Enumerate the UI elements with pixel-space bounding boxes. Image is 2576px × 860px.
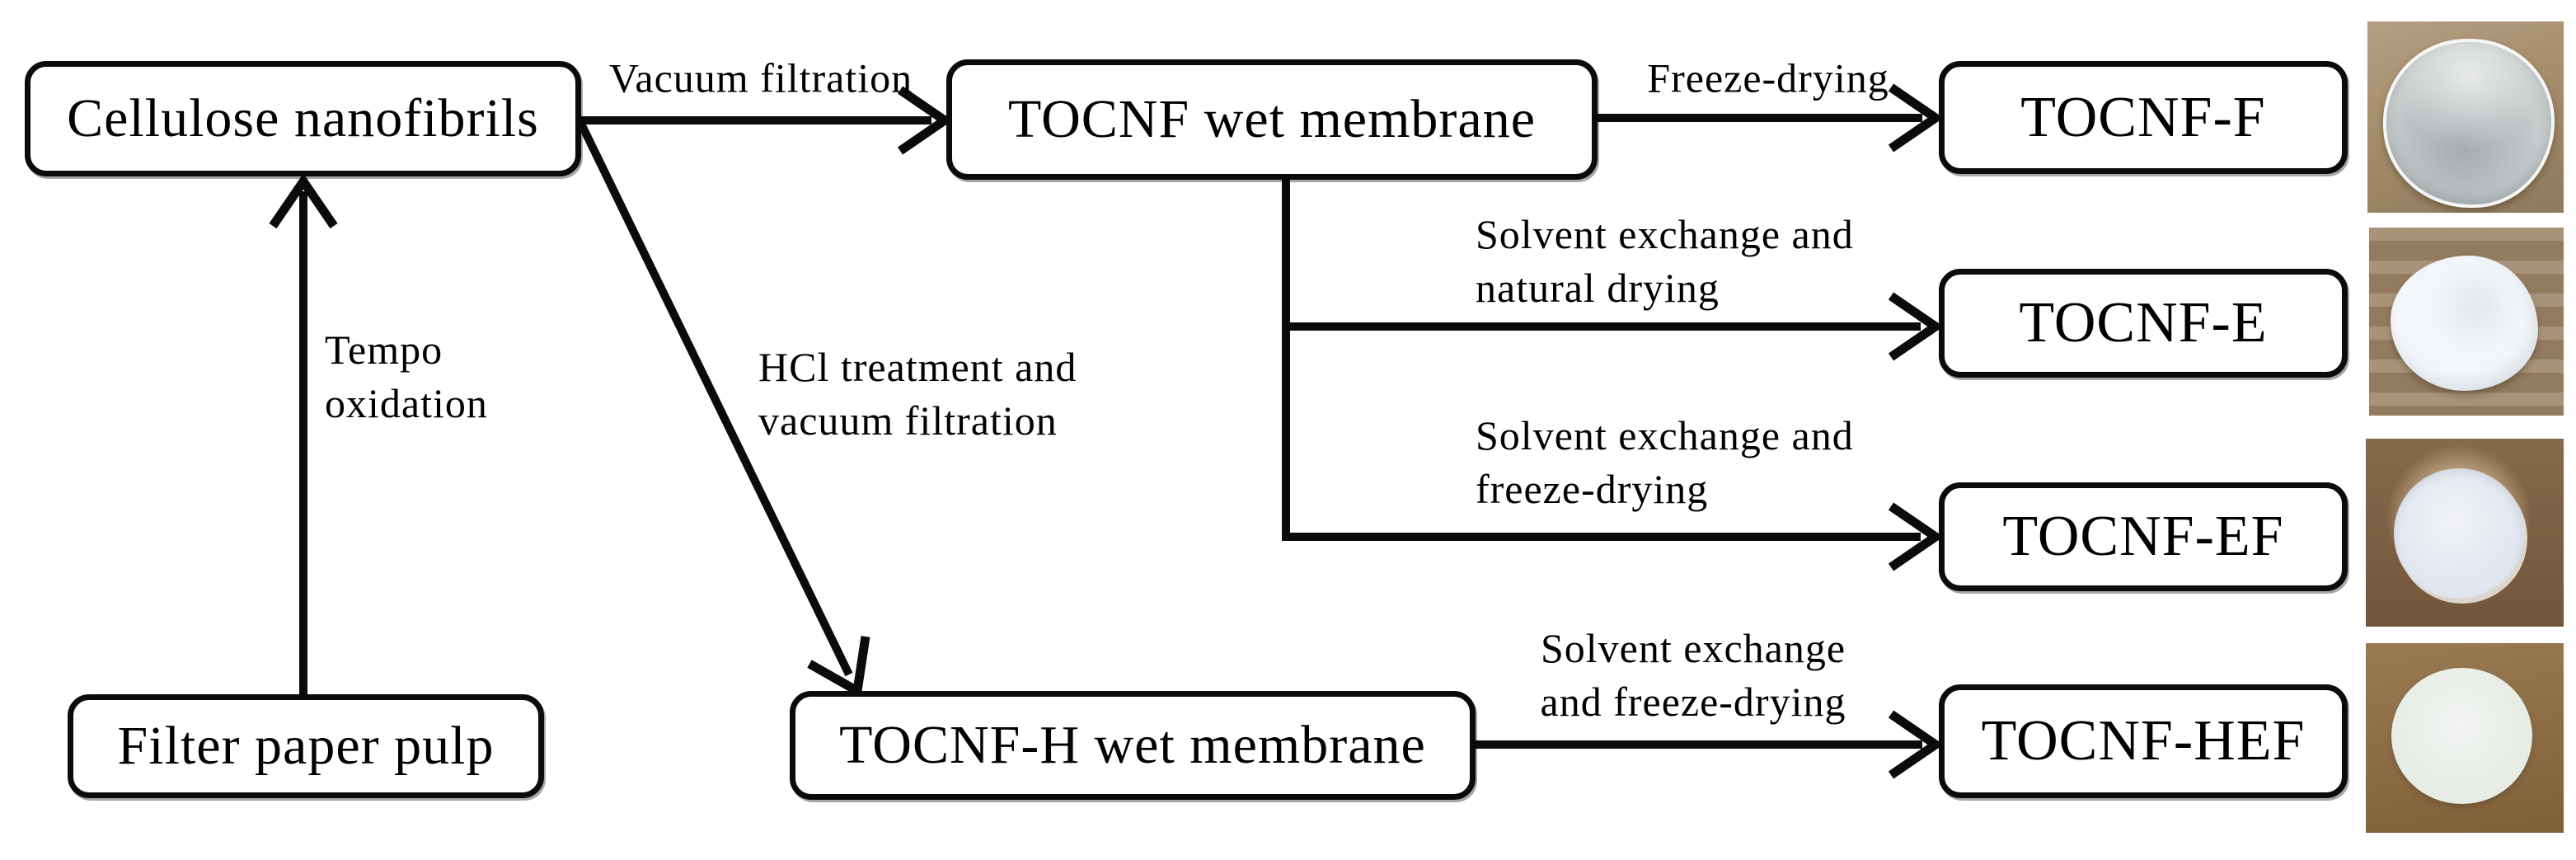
node-tocnf-e: TOCNF-E: [1939, 269, 2348, 378]
edge-label-solvent-natural-drying: Solvent exchange and natural drying: [1476, 211, 1854, 311]
photo-tocnf-hef: [2366, 643, 2564, 833]
node-tocnf-ef: TOCNF-EF: [1939, 482, 2348, 591]
photo-tocnf-ef: [2366, 439, 2564, 627]
arrow-solvent-natural-drying: [1282, 292, 1944, 361]
photo-tocnf-e: [2369, 228, 2564, 416]
membrane-disc-tocnf-hef: [2391, 667, 2532, 805]
node-label: TOCNF-H wet membrane: [839, 715, 1426, 775]
node-label: Cellulose nanofibrils: [67, 88, 539, 148]
node-label: Filter paper pulp: [117, 716, 495, 776]
photo-tocnf-f: [2367, 21, 2564, 213]
node-tocnf-wet-membrane: TOCNF wet membrane: [946, 59, 1598, 180]
arrow-solvent-freeze-drying: [1282, 502, 1944, 571]
arrow-solvent-freeze-drying-hef: [1476, 710, 1944, 779]
edge-label-hcl-treatment: HCl treatment and vacuum filtration: [758, 344, 1077, 444]
node-tocnf-h-wet-membrane: TOCNF-H wet membrane: [790, 691, 1476, 800]
membrane-disc-tocnf-ef: [2393, 468, 2524, 599]
node-filter-paper-pulp: Filter paper pulp: [68, 694, 544, 798]
membrane-blob-tocnf-e: [2390, 256, 2539, 392]
node-label: TOCNF wet membrane: [1007, 89, 1536, 149]
node-label: TOCNF-HEF: [1981, 709, 2306, 773]
node-tocnf-hef: TOCNF-HEF: [1939, 684, 2348, 798]
node-label: TOCNF-EF: [2002, 505, 2284, 568]
edge-label-tempo-oxidation: Tempo oxidation: [325, 327, 488, 426]
node-label: TOCNF-E: [2019, 291, 2268, 355]
edge-label-freeze-drying: Freeze-drying: [1647, 54, 1889, 101]
arrow-freeze-drying: [1598, 83, 1944, 153]
edge-label-solvent-freeze-drying: Solvent exchange and freeze-drying: [1476, 412, 1854, 512]
arrow-tempo-oxidation: [269, 173, 338, 696]
arrow-vacuum-filtration: [581, 86, 953, 155]
node-cellulose-nanofibrils: Cellulose nanofibrils: [25, 61, 581, 176]
edge-label-vacuum-filtration: Vacuum filtration: [608, 54, 913, 101]
node-label: TOCNF-F: [2020, 85, 2266, 149]
node-tocnf-f: TOCNF-F: [1939, 61, 2348, 174]
edge-label-solvent-freeze-drying-hef: Solvent exchange and freeze-drying: [1540, 625, 1846, 725]
membrane-disc-tocnf-f: [2383, 38, 2555, 209]
